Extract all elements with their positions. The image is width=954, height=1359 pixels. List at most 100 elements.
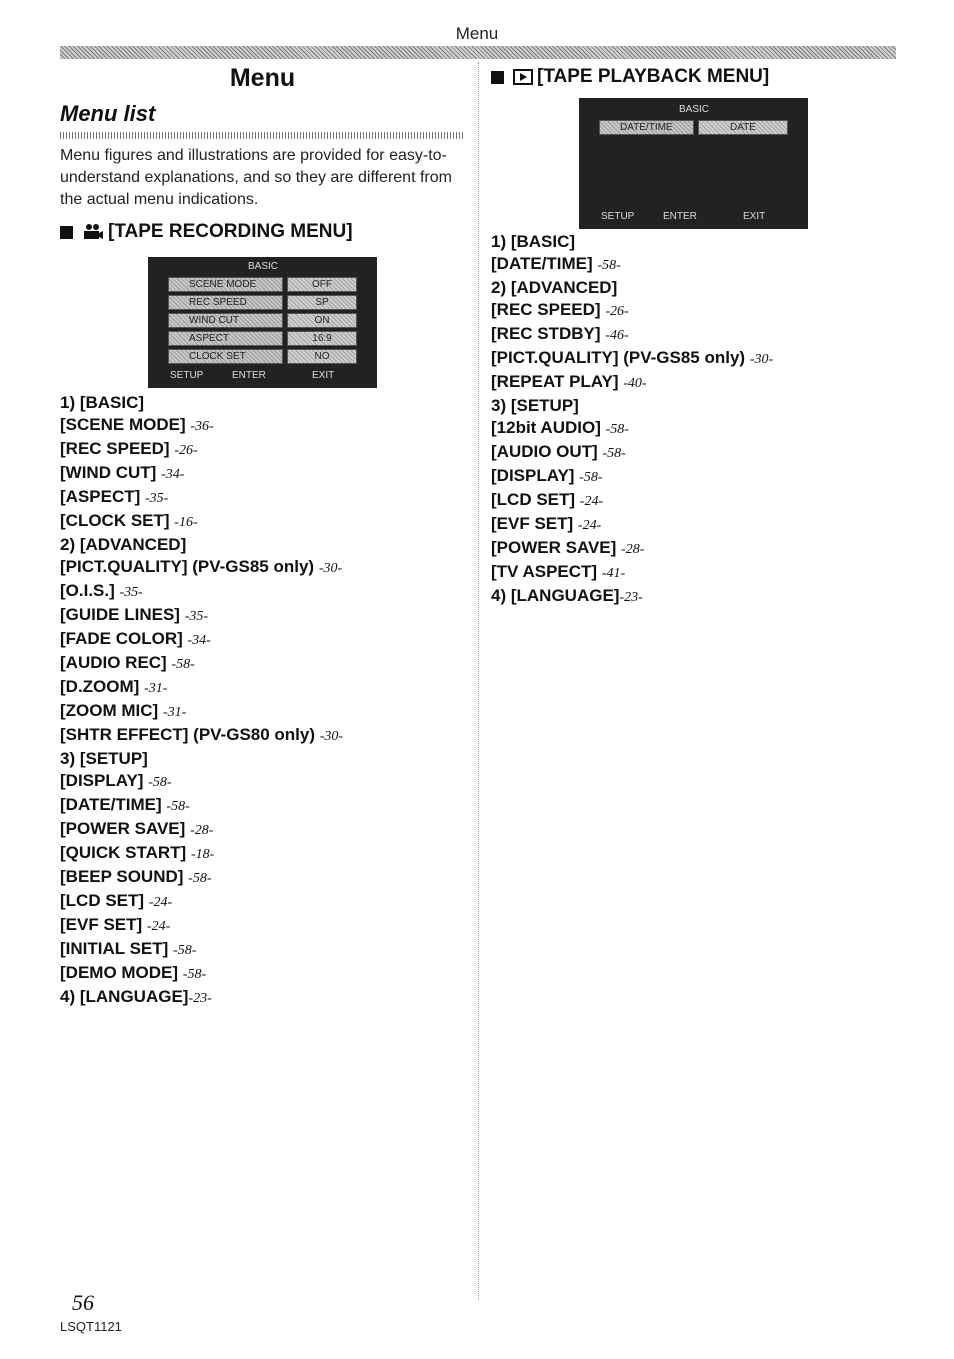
screen-menu-row: CLOCK SET: [168, 349, 283, 364]
menu-item-label: [GUIDE LINES]: [60, 605, 180, 624]
menu-item-label: [EVF SET]: [491, 514, 574, 533]
page-reference: -34-: [161, 467, 185, 482]
menu-group: 4) [LANGUAGE]-23-: [60, 986, 465, 1010]
page-reference: -16-: [174, 515, 198, 530]
menu-item: [ASPECT] -35-: [60, 486, 465, 510]
page-reference: -28-: [621, 542, 645, 557]
menu-item: [LCD SET] -24-: [491, 489, 901, 513]
menu-item: [LCD SET] -24-: [60, 890, 465, 914]
menu-item: [O.I.S.] -35-: [60, 580, 465, 604]
menu-item-label: [DISPLAY]: [491, 466, 575, 485]
page-reference: -24-: [577, 518, 602, 533]
screen-title: BASIC: [248, 261, 279, 272]
page-reference: -58-: [188, 871, 212, 886]
camera-icon: [82, 223, 104, 241]
page-number: 56: [72, 1290, 94, 1315]
menu-item-label: [REC STDBY]: [491, 324, 601, 343]
page-reference: -28-: [190, 823, 214, 838]
menu-item-label: [PICT.QUALITY] (PV-GS85 only): [60, 557, 315, 576]
screen-footer-setup: SETUP: [601, 211, 635, 222]
menu-group: 4) [LANGUAGE]-23-: [491, 585, 901, 609]
menu-group: 3) [SETUP] [12bit AUDIO] -58- [AUDIO OUT] …: [491, 395, 901, 585]
right-menu-groups: 1) [BASIC][DATE/TIME] -58-2) [ADVANCED][…: [491, 231, 901, 609]
menu-item-label: [DATE/TIME]: [60, 795, 162, 814]
menu-item: [WIND CUT] -34-: [60, 462, 465, 486]
page-reference: -35-: [119, 585, 143, 600]
menu-item: [POWER SAVE] -28-: [60, 818, 465, 842]
page-reference: -36-: [190, 419, 214, 434]
menu-item: [TV ASPECT] -41-: [491, 561, 901, 585]
menu-item: [CLOCK SET] -16-: [60, 510, 465, 534]
page-reference: -30-: [749, 352, 774, 367]
screen-footer-setup: SETUP: [170, 370, 204, 381]
tape-recording-menu-heading: [TAPE RECORDING MENU]: [60, 221, 465, 243]
screen-menu-row: ASPECT: [168, 331, 283, 346]
menu-item-label: [PICT.QUALITY] (PV-GS85 only): [491, 348, 746, 367]
menu-item-label: [TV ASPECT]: [491, 562, 598, 581]
page-reference: -58-: [579, 470, 603, 485]
column-divider: [478, 62, 479, 1300]
menu-group-heading: 4) [LANGUAGE]-23-: [491, 585, 901, 609]
menu-item-label: [O.I.S.]: [60, 581, 115, 600]
page-reference: -26-: [605, 304, 629, 319]
page-reference: -58-: [182, 967, 207, 982]
menu-item: [AUDIO OUT] -58-: [491, 441, 901, 465]
page-reference: -23-: [619, 590, 643, 605]
document-code: LSQT1121: [60, 1319, 122, 1334]
menu-item: [SHTR EFFECT] (PV-GS80 only) -30-: [60, 724, 465, 748]
page-reference: -30-: [318, 561, 343, 576]
menu-item-label: [CLOCK SET]: [60, 511, 170, 530]
menu-item-label: [D.ZOOM]: [60, 677, 140, 696]
menu-group-heading-label: 3) [SETUP]: [491, 396, 579, 415]
menu-item: [ZOOM MIC] -31-: [60, 700, 465, 724]
menu-item: [DISPLAY] -58-: [60, 770, 465, 794]
menu-item: [INITIAL SET] -58-: [60, 938, 465, 962]
section-bullet: [491, 70, 504, 84]
menu-item: [BEEP SOUND] -58-: [60, 866, 465, 890]
page-reference: -58-: [166, 799, 190, 814]
screen-menu-value: NO: [287, 349, 357, 364]
menu-item-label: [AUDIO OUT]: [491, 442, 598, 461]
screen-menu-row: DATE/TIME: [599, 120, 694, 135]
menu-item-label: [EVF SET]: [60, 915, 143, 934]
menu-item: [REPEAT PLAY] -40-: [491, 371, 901, 395]
page-reference: -30-: [319, 729, 344, 744]
menu-item-label: [12bit AUDIO]: [491, 418, 601, 437]
menu-item: [DATE/TIME] -58-: [60, 794, 465, 818]
left-menu-groups: 1) [BASIC][SCENE MODE] -36-[REC SPEED] -…: [60, 392, 465, 1010]
play-icon: [513, 69, 533, 85]
menu-item-label: [ZOOM MIC]: [60, 701, 159, 720]
menu-item: [PICT.QUALITY] (PV-GS85 only) -30-: [60, 556, 465, 580]
menu-item-label: [POWER SAVE]: [60, 819, 186, 838]
menu-item: [PICT.QUALITY] (PV-GS85 only) -30-: [491, 347, 901, 371]
menu-group: 2) [ADVANCED] [PICT.QUALITY] (PV-GS85 onl…: [60, 534, 465, 748]
page-reference: -58-: [148, 775, 172, 790]
menu-item: [REC SPEED] -26-: [491, 299, 901, 323]
menu-item: [GUIDE LINES] -35-: [60, 604, 465, 628]
screen-menu-value: 16:9: [287, 331, 357, 346]
running-header: Menu: [455, 24, 499, 43]
menu-item: [EVF SET] -24-: [491, 513, 901, 537]
page-reference: -46-: [605, 328, 629, 343]
page-reference: -31-: [162, 705, 187, 720]
screen-menu-row: SCENE MODE: [168, 277, 283, 292]
screen-menu-value: ON: [287, 313, 357, 328]
menu-group-heading-label: 1) [BASIC]: [60, 393, 145, 412]
page-reference: -58-: [605, 422, 629, 437]
menu-group-heading-label: 1) [BASIC]: [491, 232, 576, 251]
screen-menu-value: DATE: [698, 120, 788, 135]
screen-menu-value: OFF: [287, 277, 357, 292]
menu-item: [POWER SAVE] -28-: [491, 537, 901, 561]
page-reference: -58-: [173, 943, 197, 958]
menu-group-heading-label: 2) [ADVANCED]: [60, 535, 187, 554]
screen-footer-enter: ENTER: [232, 370, 266, 381]
page-reference: -23-: [188, 991, 212, 1006]
page-reference: -26-: [174, 443, 198, 458]
menu-group-heading-label: 3) [SETUP]: [60, 749, 148, 768]
menu-item: [D.ZOOM] -31-: [60, 676, 465, 700]
menu-group-heading: 2) [ADVANCED]: [491, 277, 901, 299]
page-reference: -24-: [579, 494, 604, 509]
